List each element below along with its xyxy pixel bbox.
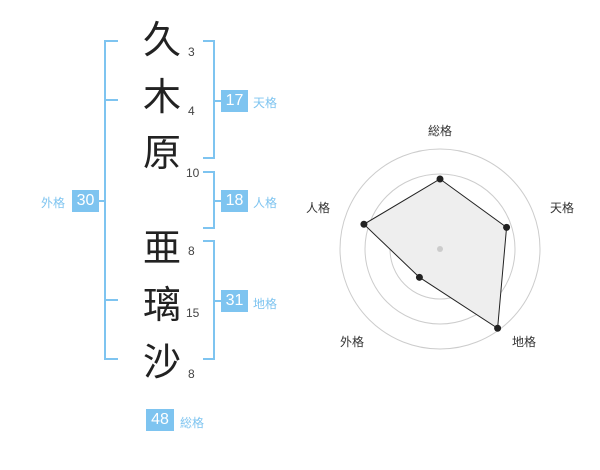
stroke-count-1: 3 — [188, 45, 195, 59]
soukaku-value: 48 — [146, 409, 174, 431]
radar-ring-4 — [339, 148, 541, 350]
name-char-5: 璃 — [142, 283, 181, 327]
stroke-count-6: 8 — [188, 367, 195, 381]
radar-label-gaikaku: 外格 — [339, 335, 364, 349]
chikaku-label: 地格 — [253, 297, 278, 311]
stroke-count-4: 8 — [188, 244, 195, 258]
stroke-count-5: 15 — [186, 306, 200, 320]
radar-point-4 — [415, 273, 423, 281]
tenkaku-value: 17 — [221, 90, 248, 112]
radar-label-jinkaku: 人格 — [305, 201, 330, 215]
soukaku-label: 総格 — [180, 416, 205, 430]
stroke-count-3: 10 — [186, 166, 200, 180]
radar-point-5 — [360, 220, 368, 228]
radar-area — [363, 178, 508, 330]
radar-label-tenkaku: 天格 — [549, 201, 574, 215]
name-char-2: 木 — [142, 75, 181, 119]
radar-center — [437, 246, 443, 252]
stroke-count-2: 4 — [188, 104, 195, 118]
radar-ring-3 — [364, 173, 516, 325]
radar-point-1 — [436, 175, 444, 183]
radar-polygon — [363, 178, 508, 330]
gaikaku-label: 外格 — [41, 196, 66, 210]
name-char-1: 久 — [142, 18, 181, 62]
tenkaku-label: 天格 — [253, 96, 278, 110]
chikaku-value: 31 — [221, 290, 248, 312]
gaikaku-value: 30 — [72, 190, 99, 212]
jinkaku-label: 人格 — [253, 196, 278, 210]
name-char-6: 沙 — [142, 340, 181, 384]
radar-label-chikaku: 地格 — [511, 335, 536, 349]
radar-points — [360, 175, 511, 332]
radar-point-2 — [503, 223, 511, 231]
name-char-3: 原 — [142, 131, 181, 175]
jinkaku-value: 18 — [221, 190, 248, 212]
radar-point-3 — [494, 324, 502, 332]
radar-label-soukaku: 総格 — [427, 124, 452, 138]
name-char-4: 亜 — [142, 226, 181, 270]
